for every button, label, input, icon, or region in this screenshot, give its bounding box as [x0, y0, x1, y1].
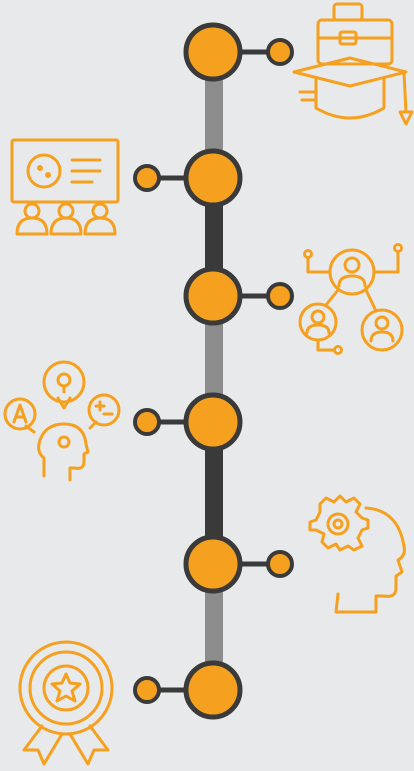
brainstorm-head-icon: [3, 360, 121, 482]
milestone-node: [183, 266, 243, 326]
head-gear-icon: [308, 494, 406, 614]
milestone-node: [183, 392, 243, 452]
connector-dot: [133, 676, 161, 704]
milestone-5: [183, 534, 294, 594]
connector-dot: [266, 38, 294, 66]
track-segment: [205, 422, 223, 564]
track-segment: [205, 52, 223, 178]
connector-dot: [133, 164, 161, 192]
milestone-node: [183, 22, 243, 82]
connector-dot: [266, 282, 294, 310]
graduation-briefcase-icon: [292, 2, 414, 126]
milestone-2: [133, 148, 243, 208]
milestone-3: [183, 266, 294, 326]
timeline-track: [205, 52, 223, 690]
milestone-node: [183, 534, 243, 594]
milestone-node: [183, 660, 243, 720]
milestone-node: [183, 148, 243, 208]
track-segment: [205, 178, 223, 296]
milestone-6: [133, 660, 243, 720]
presentation-audience-icon: [10, 138, 120, 236]
connector-dot: [266, 550, 294, 578]
track-segment: [205, 564, 223, 690]
connector-dot: [133, 408, 161, 436]
track-segment: [205, 296, 223, 422]
people-network-icon: [298, 243, 404, 355]
milestone-1: [183, 22, 294, 82]
award-medal-icon: [18, 640, 114, 766]
milestone-4: [133, 392, 243, 452]
